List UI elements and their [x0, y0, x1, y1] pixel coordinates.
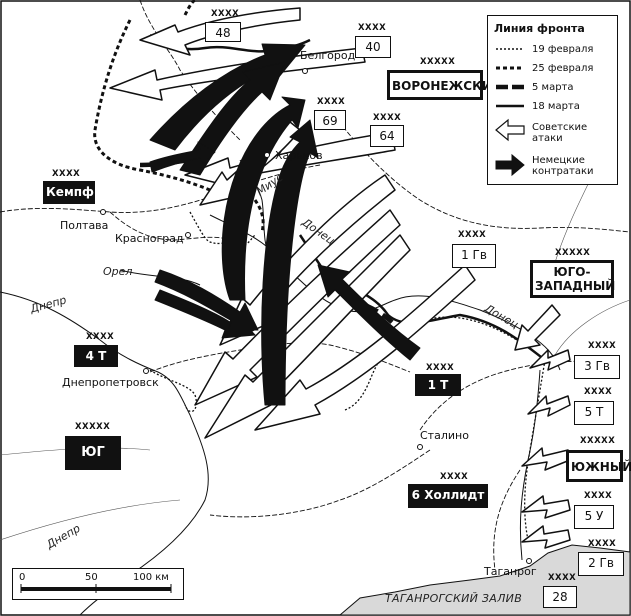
legend-item-5-mar: 5 марта — [532, 82, 574, 93]
army-3gv-box: 3 Гв — [574, 355, 620, 379]
army-1gv-box: 1 Гв — [452, 244, 496, 268]
front-25-feb — [93, 0, 265, 233]
voronezh-echelon: XXXXX — [420, 57, 456, 67]
legend: Линия фронта 19 февраля 25 февраля 5 мар… — [487, 15, 618, 185]
soviet-arrow-9 — [529, 349, 571, 371]
legend-item-25-feb: 25 февраля — [532, 63, 594, 74]
army-64-box: 64 — [370, 125, 404, 147]
legend-item-german-counterattacks: Немецкие контратаки — [532, 155, 594, 177]
german-arrow-7 — [317, 264, 421, 361]
hollidt-echelon: XXXX — [440, 472, 469, 482]
a48-echelon: XXXX — [211, 9, 240, 19]
orel-river-label: Орел — [103, 265, 133, 278]
army-2gv-box: 2 Гв — [578, 552, 624, 576]
soviet-arrow-11 — [521, 447, 571, 471]
army-40-box: 40 — [355, 36, 391, 58]
dnepropetrovsk-label: Днепропетровск — [62, 376, 159, 389]
belgorod-marker — [302, 68, 308, 74]
scale-bar: 0 50 100 км — [12, 568, 184, 600]
army-4t-box: 4 Т — [74, 345, 118, 367]
kharkov-label: Харьков — [275, 149, 323, 162]
belgorod-label: Белгород — [300, 49, 356, 62]
southwest-echelon: XXXXX — [555, 248, 591, 258]
stalino-marker — [417, 444, 423, 450]
army-5t-box: 5 Т — [574, 401, 614, 425]
a40-echelon: XXXX — [358, 23, 387, 33]
army-group-south-box: ЮГ — [65, 436, 121, 470]
army-group-south-echelon: XXXXX — [75, 422, 111, 432]
soviet-arrow-8 — [514, 304, 561, 351]
german-arrow-6 — [154, 269, 259, 331]
t4-echelon: XXXX — [86, 332, 115, 342]
a28-echelon: XXXX — [548, 573, 577, 583]
legend-item-soviet-attacks: Советские атаки — [532, 122, 588, 144]
u5-echelon: XXXX — [584, 491, 613, 501]
kharkov-marker — [264, 152, 270, 158]
army-5u-box: 5 У — [574, 505, 614, 529]
army-1t-box: 1 Т — [415, 374, 461, 396]
kempf-echelon: XXXX — [52, 169, 81, 179]
scale-end: 100 км — [133, 572, 169, 583]
scale-zero: 0 — [19, 572, 26, 583]
stalino-label: Сталино — [420, 429, 469, 442]
scale-ruler — [20, 584, 172, 593]
gv1-echelon: XXXX — [458, 230, 487, 240]
krasnograd-marker — [185, 232, 191, 238]
t1-echelon: XXXX — [426, 363, 455, 373]
south-front-box: ЮЖНЫЙ — [566, 450, 631, 482]
army-28-box: 28 — [543, 586, 577, 608]
krasnograd-label: Красноград — [115, 232, 184, 245]
taganrog-label: Таганрог — [484, 565, 537, 578]
scale-mid: 50 — [85, 572, 98, 583]
kempf-army-box: Кемпф — [43, 181, 95, 204]
legend-item-18-mar: 18 марта — [532, 101, 580, 112]
voronezh-front-box: ВОРОНЕЖСКИЙ — [387, 70, 502, 100]
german-arrow-8 — [149, 141, 216, 173]
legend-symbols — [495, 48, 525, 177]
soviet-arrow-12 — [521, 495, 571, 519]
german-arrow-4 — [261, 119, 319, 406]
south-echelon: XXXXX — [580, 436, 616, 446]
hollidt-army-box: 6 Холлидт — [408, 484, 488, 508]
legend-item-19-feb: 19 февраля — [532, 44, 594, 55]
soviet-arrow-10 — [527, 395, 571, 417]
t5-echelon: XXXX — [584, 387, 613, 397]
army-48-box: 48 — [205, 22, 241, 42]
poltava-label: Полтава — [60, 219, 109, 232]
poltava-marker — [100, 209, 106, 215]
german-counterattack-arrows — [149, 43, 421, 406]
a64-echelon: XXXX — [373, 113, 402, 123]
southwest-front-box: ЮГО-ЗАПАДНЫЙ — [530, 260, 615, 298]
gv3-echelon: XXXX — [588, 341, 617, 351]
german-arrow-3 — [221, 96, 306, 301]
gv2-echelon: XXXX — [588, 539, 617, 549]
taganrog-marker — [526, 558, 532, 564]
soviet-arrow-13 — [521, 525, 571, 549]
dnepropetrovsk-marker — [143, 368, 149, 374]
taganrog-gulf-label: ТАГАНРОГСКИЙ ЗАЛИВ — [385, 592, 523, 605]
a69-echelon: XXXX — [317, 97, 346, 107]
legend-title: Линия фронта — [494, 22, 585, 35]
army-69-box: 69 — [314, 110, 346, 130]
